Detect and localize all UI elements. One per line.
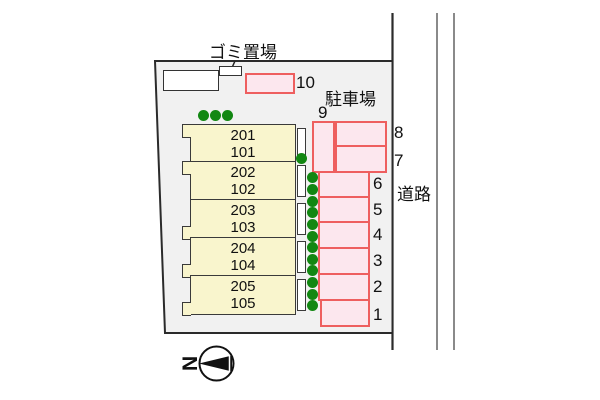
road-label: 道路 (397, 185, 431, 204)
entrance-tab (182, 301, 191, 316)
building-unit-202-102: 202 102 (182, 160, 306, 201)
parking-space-2-label: 2 (373, 277, 383, 296)
tree-icon (307, 207, 318, 218)
tree-icon (307, 196, 318, 207)
parking-space-1 (320, 299, 370, 327)
entrance-tab (182, 263, 191, 278)
unit-upper-number: 205 (230, 278, 256, 295)
parking-space-5-label: 5 (373, 200, 383, 219)
building-unit-204-104: 204 104 (182, 237, 306, 278)
balcony-rect (296, 279, 306, 311)
building-unit-205-105: 205 105 (182, 275, 306, 316)
tree-icon (198, 110, 209, 121)
building-unit-203-103: 203 103 (182, 199, 306, 240)
parking-space-8-label: 8 (394, 123, 404, 142)
parking-space-8 (335, 121, 387, 147)
tree-icon (296, 153, 307, 164)
tree-icon (307, 184, 318, 195)
garbage-station (219, 66, 242, 76)
balcony-rect (296, 165, 306, 197)
entrance-tab (182, 225, 191, 240)
tree-icon (307, 300, 318, 311)
unit-lower-number: 103 (230, 219, 256, 236)
tree-icon (307, 254, 318, 265)
building-unit-201-101: 201 101 (182, 123, 306, 163)
unit-upper-number: 204 (230, 240, 256, 257)
north-label: N (178, 356, 201, 371)
parking-space-10 (245, 73, 295, 94)
parking-space-10-label: 10 (296, 73, 315, 92)
tree-icon (307, 289, 318, 300)
parking-space-7 (335, 145, 387, 173)
parking-space-3-label: 3 (373, 251, 383, 270)
unit-lower-number: 102 (230, 181, 256, 198)
entrance-tab (182, 160, 191, 175)
unit-upper-number: 201 (230, 126, 256, 144)
balcony-rect (296, 203, 306, 235)
parking-space-2 (318, 273, 370, 301)
parking-space-3 (318, 247, 370, 275)
tree-icon (307, 231, 318, 242)
compass: N (178, 345, 235, 382)
tree-icon (307, 277, 318, 288)
tree-icon (307, 172, 318, 183)
tree-icon (210, 110, 221, 121)
entrance-tab (182, 123, 191, 138)
parking-space-4 (318, 221, 370, 249)
parking-space-6 (318, 171, 370, 198)
garbage-area-label: ゴミ置場 (209, 43, 277, 62)
unit-upper-number: 202 (230, 164, 256, 181)
parking-area-label: 駐車場 (325, 90, 376, 109)
parking-space-1-label: 1 (373, 305, 383, 324)
tree-icon (307, 265, 318, 276)
parking-space-9 (312, 121, 335, 173)
tree-icon (307, 242, 318, 253)
unit-lower-number: 104 (230, 257, 256, 274)
balcony-rect (296, 241, 306, 273)
parking-space-6-label: 6 (373, 174, 383, 193)
parking-space-4-label: 4 (373, 225, 383, 244)
unit-lower-number: 101 (230, 143, 256, 161)
unit-upper-number: 203 (230, 202, 256, 219)
parking-space-7-label: 7 (394, 151, 404, 170)
tree-icon (222, 110, 233, 121)
storage-shed (163, 70, 219, 91)
tree-icon (307, 219, 318, 230)
parking-space-9-label: 9 (318, 103, 328, 122)
unit-lower-number: 105 (230, 295, 256, 312)
parking-space-5 (318, 196, 370, 223)
north-arrow-icon (199, 355, 232, 372)
